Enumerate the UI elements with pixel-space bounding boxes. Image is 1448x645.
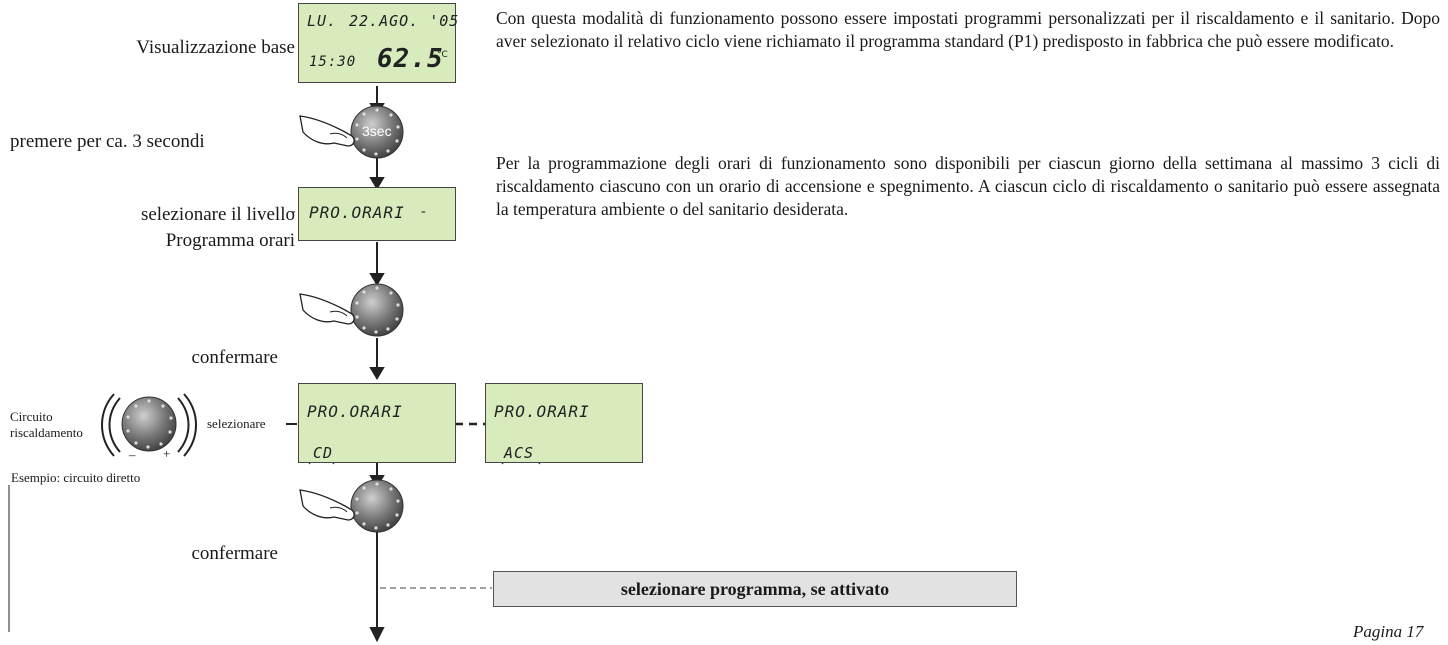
step-select-level: selezionare il livello <box>140 204 295 225</box>
lcd-cd-line2: CD <box>313 444 334 462</box>
rotary-knob-icon <box>101 393 197 457</box>
knob-press-icon <box>299 105 404 159</box>
step-confirm: confermare <box>191 347 279 368</box>
circuit-example: Esempio: circuito diretto <box>11 470 141 485</box>
lcd-unit: °C <box>437 50 448 60</box>
step-press: premere per ca. 3 secondi <box>10 131 205 152</box>
minus-symbol: – <box>129 447 136 462</box>
circuit-label: Circuito <box>10 409 53 424</box>
programming-paragraph: Per la programmazione degli orari di fun… <box>496 153 1440 219</box>
select-program-box: selezionare programma, se attivato <box>493 571 1017 607</box>
lcd-date: 22.AGO. '05 <box>349 12 460 30</box>
lcd-circuit-acs: PRO.ORARI ACS <box>485 383 643 463</box>
lcd-day: LU. <box>307 12 338 30</box>
step-confirm: confermare <box>191 543 279 564</box>
lcd-circuit-cd: PRO.ORARI CD <box>298 383 456 463</box>
step-select: selezionare <box>207 416 266 431</box>
intro-paragraph: Con questa modalità di funzionamento pos… <box>496 8 1440 51</box>
lcd-program-level: - PRO.ORARI - <box>291 187 456 241</box>
step-program-hours: Programma orari <box>165 230 295 251</box>
page-number: Pagina 17 <box>1353 622 1424 641</box>
step-base-display: Visualizzazione base <box>136 37 295 58</box>
lcd-prog-text: PRO.ORARI <box>309 203 405 222</box>
lcd-time: 15:30 <box>309 54 357 70</box>
plus-symbol: + <box>163 446 171 461</box>
lcd-acs-line1: PRO.ORARI <box>494 402 590 421</box>
lcd-cd-line1: PRO.ORARI <box>307 402 403 421</box>
knob-confirm-icon <box>299 283 404 337</box>
lcd-base-display: LU. 22.AGO. '05 15:30 62.5 °C <box>298 3 460 83</box>
knob-press-label: 3sec <box>362 123 392 139</box>
lcd-acs-line2: ACS <box>504 444 535 462</box>
knob-confirm-icon <box>299 479 404 533</box>
lcd-temp: 62.5 <box>377 44 444 74</box>
circuit-label: riscaldamento <box>10 425 83 440</box>
